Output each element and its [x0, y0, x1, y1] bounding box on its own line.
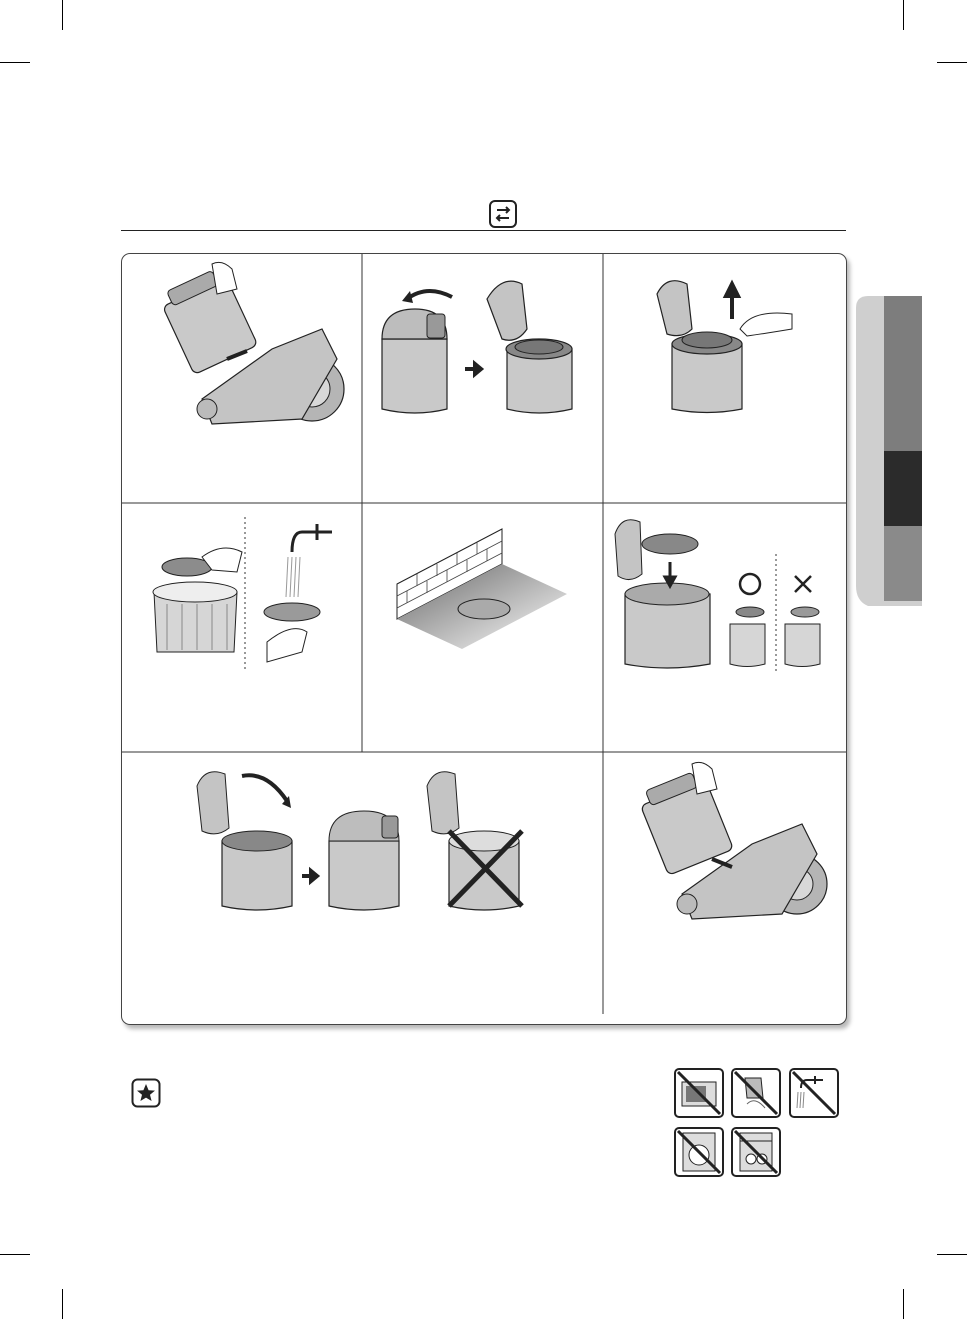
crop-mark	[937, 62, 967, 63]
star-note-icon	[131, 1078, 161, 1108]
crop-mark	[903, 0, 904, 30]
steps-frame	[121, 253, 847, 1025]
crop-mark	[62, 1289, 63, 1319]
header-rule	[121, 230, 846, 231]
step-8-illustration	[632, 759, 832, 929]
no-hair-dryer-icon	[731, 1068, 781, 1118]
crop-mark	[0, 1254, 30, 1255]
step-3-illustration	[652, 274, 822, 419]
crop-mark	[937, 1254, 967, 1255]
step-6-illustration	[610, 514, 840, 674]
plug-disconnect-icon	[489, 200, 517, 228]
step-5-illustration	[392, 524, 572, 654]
section-tabs	[856, 296, 922, 606]
no-hot-water-icon	[789, 1068, 839, 1118]
no-microwave-icon	[674, 1068, 724, 1118]
no-washing-machine-icon	[674, 1127, 724, 1177]
step-1-illustration	[152, 259, 352, 434]
crop-mark	[0, 62, 30, 63]
step-2-illustration	[377, 269, 587, 419]
crop-mark	[62, 0, 63, 30]
step-7-illustration	[187, 766, 557, 916]
no-dishwasher-icon	[731, 1127, 781, 1177]
step-4-illustration	[142, 512, 357, 672]
crop-mark	[903, 1289, 904, 1319]
